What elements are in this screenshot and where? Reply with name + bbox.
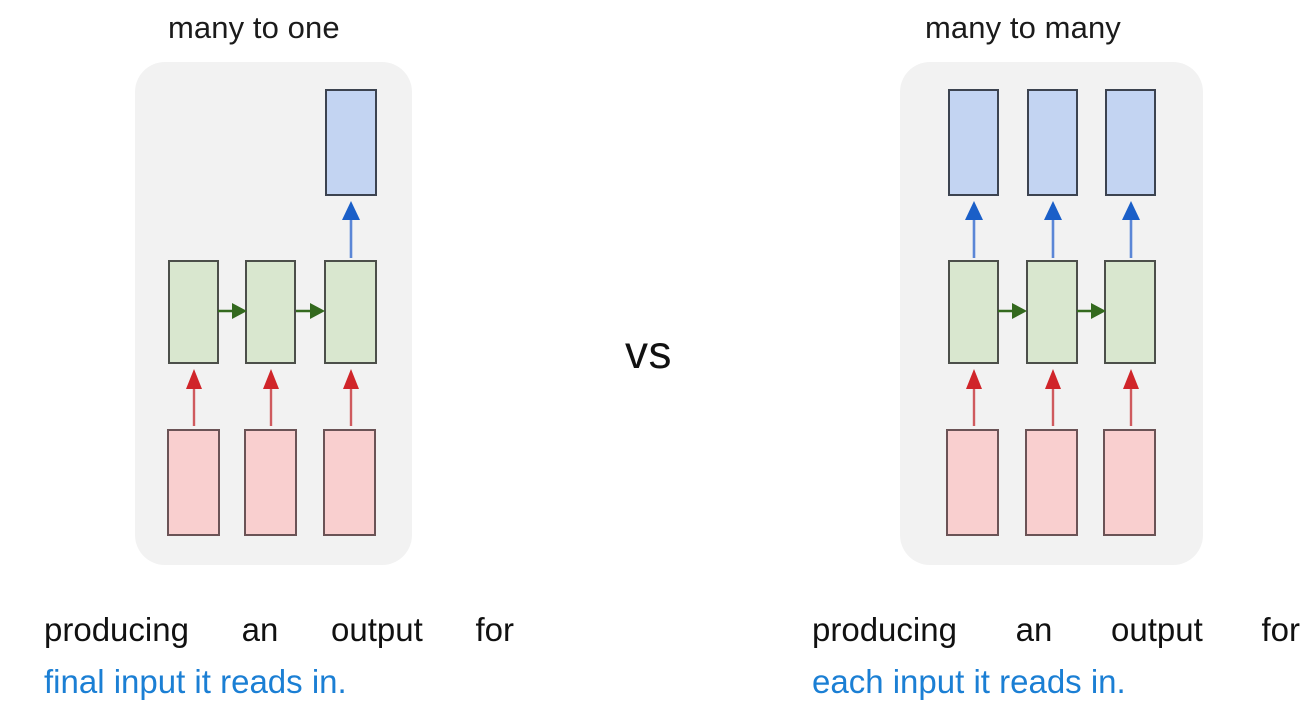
output-arrow-right-1	[965, 201, 983, 258]
hidden-cell-right-3	[1104, 260, 1156, 364]
caption-left-line-1: producing an output for	[44, 611, 514, 648]
caption-right-line-2: each input it reads in.	[812, 663, 1126, 700]
output-arrow-right-3	[1122, 201, 1140, 258]
input-cell-right-3	[1103, 429, 1156, 536]
output-arrow-right-2	[1044, 201, 1062, 258]
input-arrow-right-3	[1123, 369, 1139, 426]
caption-right-line-1: producing an output for	[812, 611, 1300, 648]
input-cell-right-2	[1025, 429, 1078, 536]
input-cell-left-3	[323, 429, 376, 536]
many-to-many-title: many to many	[925, 10, 1121, 45]
output-cell-right-1	[948, 89, 999, 196]
hidden-cell-left-1	[168, 260, 219, 364]
caption-left-line-2: final input it reads in.	[44, 663, 347, 700]
input-cell-left-2	[244, 429, 297, 536]
recurrent-arrow-right-2	[1077, 303, 1106, 319]
output-cell-right-3	[1105, 89, 1156, 196]
input-arrow-left-2	[263, 369, 279, 426]
recurrent-arrow-right-1	[998, 303, 1027, 319]
hidden-cell-right-1	[948, 260, 999, 364]
input-arrow-right-2	[1045, 369, 1061, 426]
many-to-one-title: many to one	[168, 10, 340, 45]
input-cell-left-1	[167, 429, 220, 536]
input-arrow-right-1	[966, 369, 982, 426]
recurrent-arrow-left-2	[296, 303, 325, 319]
hidden-cell-left-3	[324, 260, 377, 364]
many-to-one-caption: producing an output for final input it r…	[44, 604, 514, 708]
input-arrow-left-1	[186, 369, 202, 426]
versus-label: vs	[625, 326, 672, 378]
output-cell-left-3	[325, 89, 377, 196]
output-cell-right-2	[1027, 89, 1078, 196]
hidden-cell-right-2	[1026, 260, 1078, 364]
hidden-cell-left-2	[245, 260, 296, 364]
many-to-many-caption: producing an output for each input it re…	[812, 604, 1300, 708]
input-cell-right-1	[946, 429, 999, 536]
input-arrow-left-3	[343, 369, 359, 426]
output-arrow-left-3	[342, 201, 360, 258]
recurrent-arrow-left-1	[218, 303, 247, 319]
